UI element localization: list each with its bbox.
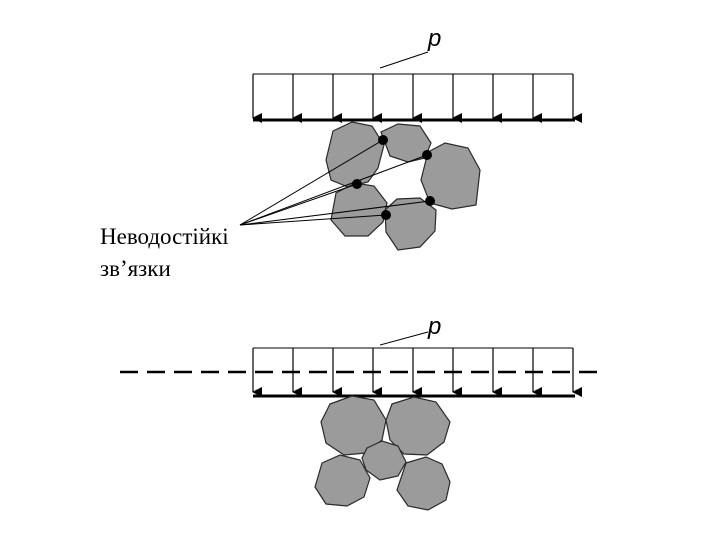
bottom-grains xyxy=(314,395,451,511)
top-scheme: p xyxy=(100,25,582,281)
bottom-load-leader xyxy=(379,331,429,346)
annotation-line-1: Неводостійкі xyxy=(100,224,229,249)
annotation-leaders xyxy=(239,139,431,226)
top-load-label: p xyxy=(427,25,441,52)
bottom-load-label: p xyxy=(427,313,441,340)
annotation-line-2: зв’язки xyxy=(100,256,171,281)
bottom-scheme: p xyxy=(120,313,600,511)
bottom-load-arrows xyxy=(252,347,582,397)
grain xyxy=(361,440,407,481)
top-load-arrows xyxy=(252,73,582,123)
top-grains xyxy=(325,121,481,251)
top-load-leader xyxy=(379,51,429,69)
grain xyxy=(314,454,371,507)
grain xyxy=(420,142,481,210)
grain xyxy=(325,121,385,188)
grain xyxy=(396,456,451,511)
grain xyxy=(384,197,437,251)
grain xyxy=(385,396,451,456)
